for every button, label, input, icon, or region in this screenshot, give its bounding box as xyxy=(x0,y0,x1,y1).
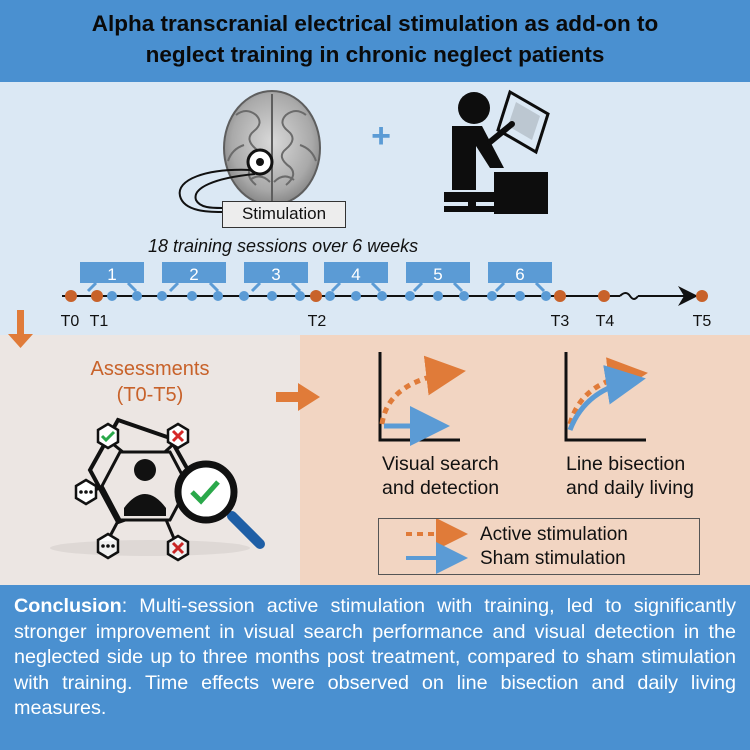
page-title: Alpha transcranial electrical stimulatio… xyxy=(0,8,750,70)
legend-active-label: Active stimulation xyxy=(480,524,628,545)
cross-icon xyxy=(166,534,190,562)
conclusion-text: Conclusion: Multi-session active stimula… xyxy=(14,594,736,722)
legend-box xyxy=(378,518,700,575)
timepoint-label-t1: T1 xyxy=(90,313,109,330)
ellipsis-icon xyxy=(96,532,120,560)
magnifier-check-icon xyxy=(50,460,265,556)
timepoint-label-t5: T5 xyxy=(693,313,712,330)
timeline-break-icon xyxy=(619,292,639,300)
conclusion-label: Conclusion xyxy=(14,595,122,617)
week-label-4: 4 xyxy=(351,265,360,284)
graph-line-bisection xyxy=(564,352,648,442)
timepoint-label-t4: T4 xyxy=(596,313,615,330)
week-label-3: 3 xyxy=(271,265,280,284)
legend-sham-label: Sham stimulation xyxy=(480,548,626,569)
title-line-1: Alpha transcranial electrical stimulatio… xyxy=(91,11,659,36)
graph-visual-search xyxy=(378,352,466,446)
person-at-computer-icon xyxy=(444,89,550,214)
timepoint-markers xyxy=(65,290,708,302)
cross-icon xyxy=(166,422,190,450)
stimulation-label-box: Stimulation xyxy=(222,201,346,228)
graph1-label: Visual search and detection xyxy=(382,452,499,500)
ellipsis-icon xyxy=(74,478,98,506)
plus-sign: + xyxy=(371,117,391,155)
conclusion-body: : Multi-session active stimulation with … xyxy=(14,595,736,719)
right-arrow-icon xyxy=(276,383,320,411)
graph1-label-line-1: Visual search xyxy=(382,453,499,475)
week-label-2: 2 xyxy=(189,265,198,284)
assessments-title: Assessments (T0-T5) xyxy=(0,356,300,408)
active-curve-graph1 xyxy=(379,355,466,425)
sham-curve-graph2 xyxy=(567,365,646,431)
assessments-title-line-1: Assessments xyxy=(90,358,210,380)
check-icon xyxy=(96,422,120,450)
graph1-label-line-2: and detection xyxy=(382,477,500,499)
graph2-label: Line bisection and daily living xyxy=(566,452,694,500)
electrode-icon xyxy=(178,148,274,213)
week-box-1 xyxy=(80,262,144,283)
week-boxes xyxy=(80,262,552,293)
header-banner xyxy=(0,0,750,82)
timepoint-label-t3: T3 xyxy=(551,313,570,330)
week-label-1: 1 xyxy=(107,265,116,284)
brain-icon xyxy=(223,90,321,206)
assessments-title-line-2: (T0-T5) xyxy=(116,384,184,406)
conclusion-panel xyxy=(0,585,750,750)
week-label-6: 6 xyxy=(515,265,524,284)
timepoint-label-t2: T2 xyxy=(308,313,327,330)
graph2-label-line-1: Line bisection xyxy=(566,453,686,475)
results-panel xyxy=(300,335,750,585)
timepoint-label-t0: T0 xyxy=(61,313,80,330)
week-label-5: 5 xyxy=(433,265,442,284)
down-arrow-icon xyxy=(8,310,33,348)
graph2-label-line-2: and daily living xyxy=(566,477,694,499)
week-box-5 xyxy=(406,262,470,283)
sessions-caption: 18 training sessions over 6 weeks xyxy=(148,236,419,256)
week-box-2 xyxy=(162,262,226,283)
week-box-3 xyxy=(244,262,308,283)
week-box-6 xyxy=(488,262,552,283)
week-box-4 xyxy=(324,262,388,283)
session-markers xyxy=(107,291,551,301)
timeline xyxy=(62,286,708,306)
title-line-2: neglect training in chronic neglect pati… xyxy=(145,42,605,67)
